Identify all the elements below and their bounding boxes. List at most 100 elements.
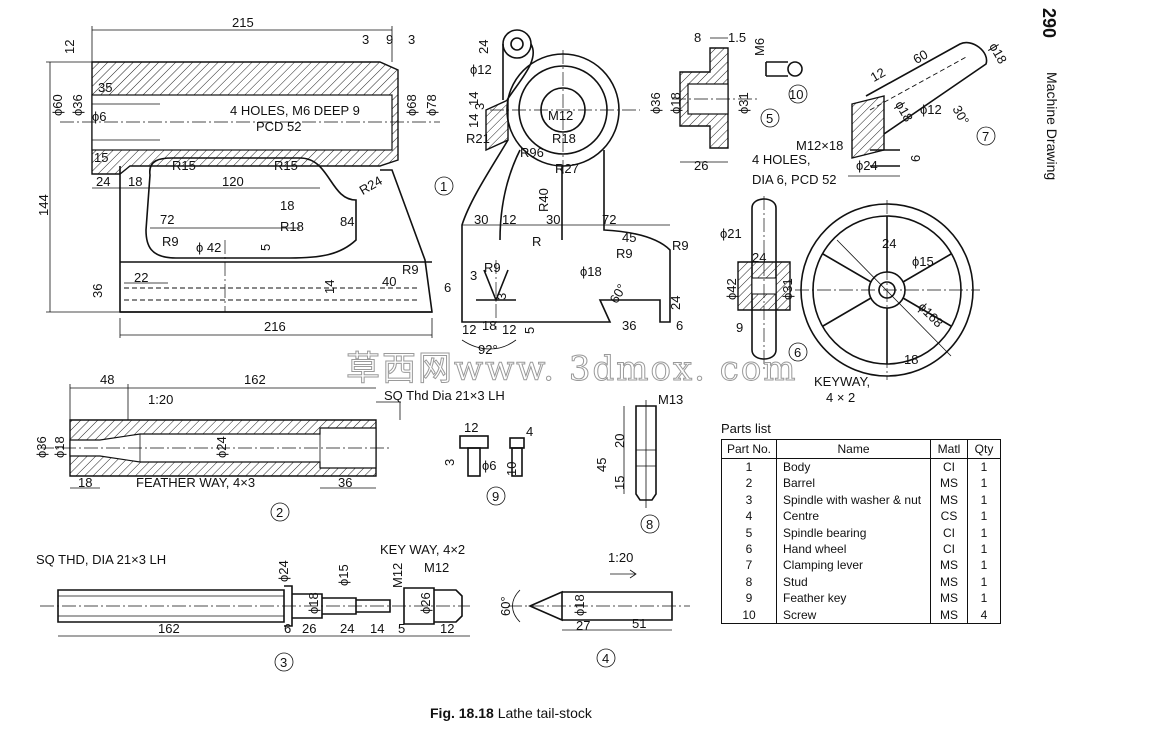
part-material: MS	[930, 590, 968, 607]
part-material: CS	[930, 508, 968, 525]
part-material: MS	[930, 557, 968, 574]
part-name: Barrel	[776, 475, 931, 492]
dim-label: M6	[752, 38, 767, 56]
dim-label: ϕ 42	[196, 240, 221, 255]
dim-label: ϕ18	[580, 264, 602, 279]
dim-label: 12	[62, 40, 77, 54]
dim-label: 22	[134, 270, 148, 285]
dim-label: 24	[96, 174, 110, 189]
part-qty: 1	[967, 491, 1001, 509]
part-marker: 4	[602, 651, 609, 666]
dim-label: 14	[466, 114, 481, 128]
column-header: Matl	[930, 439, 968, 459]
dim-label: 15	[612, 476, 627, 490]
part-qty: 1	[967, 541, 1001, 558]
part-name: Feather key	[776, 590, 931, 607]
note-label: 4 HOLES, M6 DEEP 9	[230, 103, 360, 118]
note-label: KEYWAY,	[814, 374, 870, 389]
dim-label: 6	[676, 318, 683, 333]
dim-label: 12	[464, 420, 478, 435]
part-material: MS	[930, 475, 968, 492]
dim-label: 6	[908, 155, 923, 162]
part-qty: 1	[967, 524, 1001, 542]
dim-label: 24	[882, 236, 896, 251]
part-material: CI	[930, 541, 968, 558]
part-material: CI	[930, 524, 968, 542]
dim-label: 162	[158, 621, 180, 636]
dim-label: 40	[382, 274, 396, 289]
figure-title: Lathe tail-stock	[497, 705, 592, 721]
dim-label: R9	[484, 260, 501, 275]
figure-caption: Fig. 18.18 Lathe tail-stock	[430, 705, 592, 721]
part-markers: 1 2 3 4 5 6 7 8 9 10	[270, 84, 996, 672]
dim-label: 12	[868, 65, 888, 85]
dim-label: 45	[594, 458, 609, 472]
dim-label: 18	[482, 318, 496, 333]
dim-label: ϕ26	[418, 592, 433, 614]
part-no: 6	[745, 542, 753, 557]
dim-label: 60°	[607, 281, 630, 306]
dim-label: 3	[470, 268, 477, 283]
dim-label: ϕ15	[336, 564, 351, 586]
dim-label: 1:20	[148, 392, 173, 407]
dim-label: 18	[78, 475, 92, 490]
dim-label: 3	[442, 459, 457, 466]
dim-label: ϕ18	[572, 594, 587, 616]
body-side-view: 24 ϕ12 14 3 14 M12 R21 R18 R96 R27 R40 3…	[444, 29, 689, 357]
part-name: Stud	[776, 573, 931, 591]
dim-label: ϕ21	[720, 226, 742, 241]
part-name: Hand wheel	[776, 541, 931, 558]
dim-label: 12	[502, 212, 516, 227]
part-no: 3	[745, 492, 753, 507]
dim-label: 6	[444, 280, 451, 295]
dim-label: 5	[398, 621, 405, 636]
watermark-text: 草西网www. 3dmox. com	[346, 349, 798, 389]
note-label: PCD 52	[256, 119, 302, 134]
dim-label: 18	[904, 352, 918, 367]
part-name: Screw	[776, 606, 931, 624]
part-marker: 7	[982, 129, 989, 144]
part-marker: 6	[794, 345, 801, 360]
dim-label: 51	[632, 616, 646, 631]
body-front-view: 215 12 3 9 3 35 ϕ60 ϕ36 ϕ6 ϕ68 ϕ78 15 24…	[36, 15, 440, 338]
note-label: FEATHER WAY, 4×3	[136, 475, 255, 490]
dim-label: 1:20	[608, 550, 633, 565]
dim-label: 45	[622, 230, 636, 245]
dim-label: 5	[522, 327, 537, 334]
note-label: KEY WAY, 4×2	[380, 542, 465, 557]
part-name: Body	[776, 458, 931, 476]
dim-label: 162	[244, 372, 266, 387]
dim-label: 216	[264, 319, 286, 334]
dim-label: 30°	[949, 103, 972, 128]
dim-label: 72	[602, 212, 616, 227]
column-header: Name	[776, 439, 931, 459]
barrel-view: 48 162 1:20 ϕ36 ϕ18 ϕ24 18 36 SQ Thd Dia…	[34, 372, 505, 490]
dim-label: R24	[357, 173, 385, 198]
part-marker: 5	[766, 111, 773, 126]
dim-label: 8	[694, 30, 701, 45]
dim-label: 14	[322, 280, 337, 294]
spindle-view: ϕ24 ϕ15 M12 ϕ18 ϕ26 162 6 26 24 14 5 12 …	[36, 542, 470, 637]
dim-label: 27	[576, 618, 590, 633]
dim-label: ϕ42	[724, 278, 739, 300]
dim-label: 24	[668, 296, 683, 310]
stud-view: M13 20 45 15	[594, 392, 683, 508]
part-qty: 4	[967, 606, 1001, 624]
part-name: Centre	[776, 508, 931, 525]
dim-label: R	[532, 234, 541, 249]
dim-label: 18	[280, 198, 294, 213]
dim-label: ϕ31	[780, 278, 795, 300]
column-header: Part No.	[721, 439, 777, 459]
part-marker: 1	[440, 179, 447, 194]
dim-label: 30	[546, 212, 560, 227]
dim-label: 24	[476, 40, 491, 54]
dim-label: 3	[408, 32, 415, 47]
part-marker: 9	[492, 489, 499, 504]
dim-label: R18	[280, 219, 304, 234]
dim-label: 36	[90, 284, 105, 298]
part-no: 2	[745, 476, 753, 491]
